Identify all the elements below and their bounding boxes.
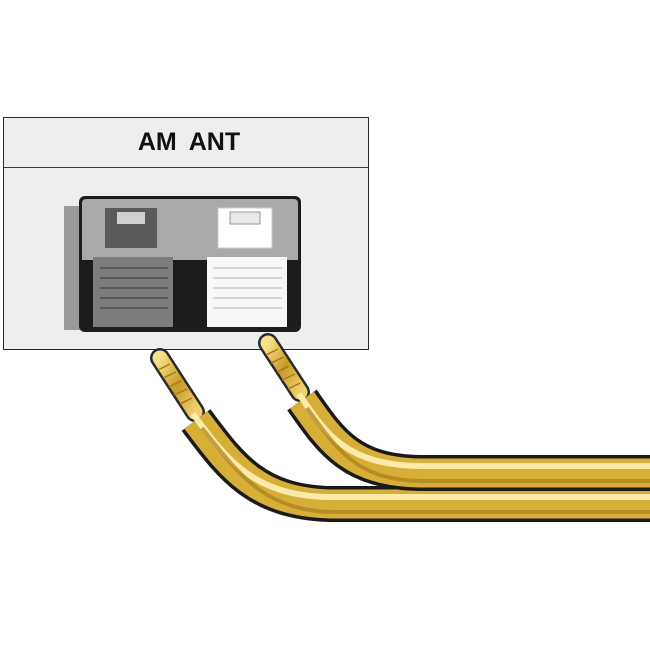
terminal-side-shadow — [64, 206, 82, 330]
left-wire-conductor — [152, 350, 203, 420]
left-wire — [150, 348, 650, 522]
ground-terminal-grip-lines — [100, 267, 168, 309]
antenna-terminal-slot — [229, 211, 261, 225]
left-wire-strand-twists — [157, 363, 193, 405]
panel-header: AM ANT — [4, 118, 368, 168]
terminal-block — [64, 196, 301, 332]
antenna-terminal-grip-lines — [213, 267, 282, 309]
ground-terminal-clip[interactable] — [93, 208, 173, 327]
right-wire-strand-twists — [265, 348, 301, 390]
right-wire — [258, 333, 650, 491]
antenna-terminal-clip[interactable] — [207, 207, 287, 327]
ground-terminal-slot — [117, 212, 145, 224]
left-wire-shade — [200, 426, 650, 514]
right-wire-shade — [305, 406, 650, 483]
am-ant-label: AM ANT — [137, 128, 241, 156]
